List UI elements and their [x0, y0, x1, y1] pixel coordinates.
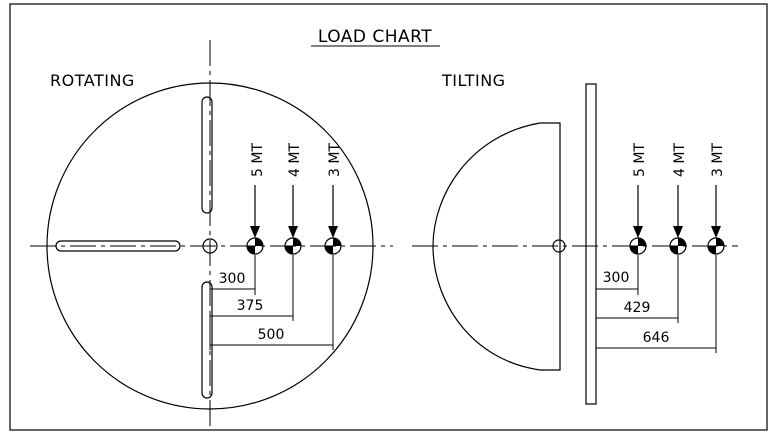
tilting-plate: [585, 83, 597, 405]
tilting-dim-3: 646: [643, 330, 670, 346]
tilting-load-label-1: 5 MT: [632, 143, 648, 177]
rotating-load-label-3: 3 MT: [327, 143, 343, 177]
rotating-load-label-2: 4 MT: [287, 143, 303, 177]
tilting-load-label-2: 4 MT: [672, 143, 688, 177]
rotating-slot-bottom: [201, 281, 213, 399]
rotating-dimensions: 300 375 500: [209, 255, 334, 350]
rotating-load-5mt: 5 MT: [246, 143, 266, 255]
rotating-slot-left: [55, 240, 181, 252]
rotating-pivot: [202, 238, 218, 254]
drawing-frame: [9, 3, 768, 431]
rotating-dim-1: 300: [219, 271, 246, 287]
rotating-load-label-1: 5 MT: [250, 143, 266, 177]
rotating-label: ROTATING: [50, 71, 135, 90]
tilting-dimensions: 300 429 646: [595, 255, 717, 353]
rotating-load-3mt: 3 MT: [324, 143, 343, 255]
tilting-load-4mt: 4 MT: [669, 143, 688, 255]
tilting-load-label-3: 3 MT: [710, 143, 726, 177]
tilting-load-3mt: 3 MT: [707, 143, 726, 255]
rotating-dim-3: 500: [258, 327, 285, 343]
rotating-dim-2: 375: [237, 298, 264, 314]
chart-title: LOAD CHART: [318, 27, 432, 47]
tilting-dim-2: 429: [624, 300, 651, 316]
rotating-load-4mt: 4 MT: [284, 143, 303, 255]
rotating-slot-top: [201, 96, 213, 214]
tilting-label: TILTING: [441, 71, 506, 90]
tilting-load-5mt: 5 MT: [629, 143, 648, 255]
tilting-pivot: [552, 239, 566, 253]
tilting-dim-1: 300: [603, 270, 630, 286]
